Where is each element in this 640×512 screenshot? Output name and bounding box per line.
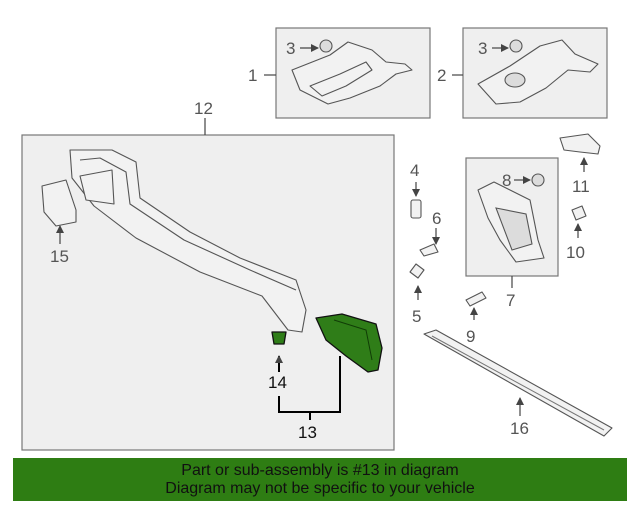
part-12-group: 12 15 <box>21 99 395 451</box>
part-15-panel <box>41 179 77 227</box>
callout-11: 11 <box>572 177 590 196</box>
info-banner: Part or sub-assembly is #13 in diagram D… <box>13 458 627 501</box>
part-5-clip <box>409 263 425 279</box>
callout-8: 8 <box>502 171 511 190</box>
callout-5: 5 <box>412 307 421 326</box>
callout-13: 13 <box>298 423 317 442</box>
part-13-group: 14 13 <box>268 313 383 442</box>
callout-12: 12 <box>194 99 213 118</box>
callout-4: 4 <box>410 161 419 180</box>
callout-1: 1 <box>248 66 257 85</box>
part-11-trim <box>559 133 601 155</box>
right-parts-group: 11 10 <box>559 133 601 262</box>
part-3-clip-b <box>509 39 523 53</box>
callout-3b: 3 <box>478 39 487 58</box>
callout-15: 15 <box>50 247 69 266</box>
part-1-group: 1 3 <box>248 27 431 119</box>
part-16-scuff-plate-edge <box>431 335 605 431</box>
callout-7: 7 <box>506 291 515 310</box>
callout-6: 6 <box>432 209 441 228</box>
callout-16: 16 <box>510 419 529 438</box>
part-12-pocket <box>79 169 115 205</box>
callout-9: 9 <box>466 327 475 346</box>
callout-10: 10 <box>566 243 585 262</box>
part-9-screw <box>465 291 487 307</box>
part-2-trim-panel <box>477 39 599 105</box>
callout-3a: 3 <box>286 39 295 58</box>
part-7-group: 8 7 <box>465 157 559 310</box>
part-10-clip <box>571 205 587 221</box>
part-1-trim-detail <box>309 61 373 97</box>
part-2-trim-opening <box>504 72 526 88</box>
part-12-sill-edge <box>79 157 297 291</box>
small-parts-group: 4 5 6 9 <box>409 161 487 346</box>
part-4-screw <box>410 199 422 219</box>
callout-14: 14 <box>268 373 287 392</box>
part-6-clip <box>419 243 439 257</box>
part-7-trim-detail <box>495 207 533 251</box>
callout-2: 2 <box>437 66 446 85</box>
part-2-group: 2 3 <box>437 27 608 119</box>
part-13-panel <box>315 313 383 373</box>
banner-line-1: Part or sub-assembly is #13 in diagram <box>181 461 459 479</box>
banner-line-2: Diagram may not be specific to your vehi… <box>165 479 475 497</box>
part-13-panel-detail <box>333 319 373 361</box>
part-16-group: 16 <box>423 329 613 438</box>
part-14-fastener <box>271 331 287 345</box>
part-3-clip-a <box>319 39 333 53</box>
part-8-clip <box>531 173 545 187</box>
